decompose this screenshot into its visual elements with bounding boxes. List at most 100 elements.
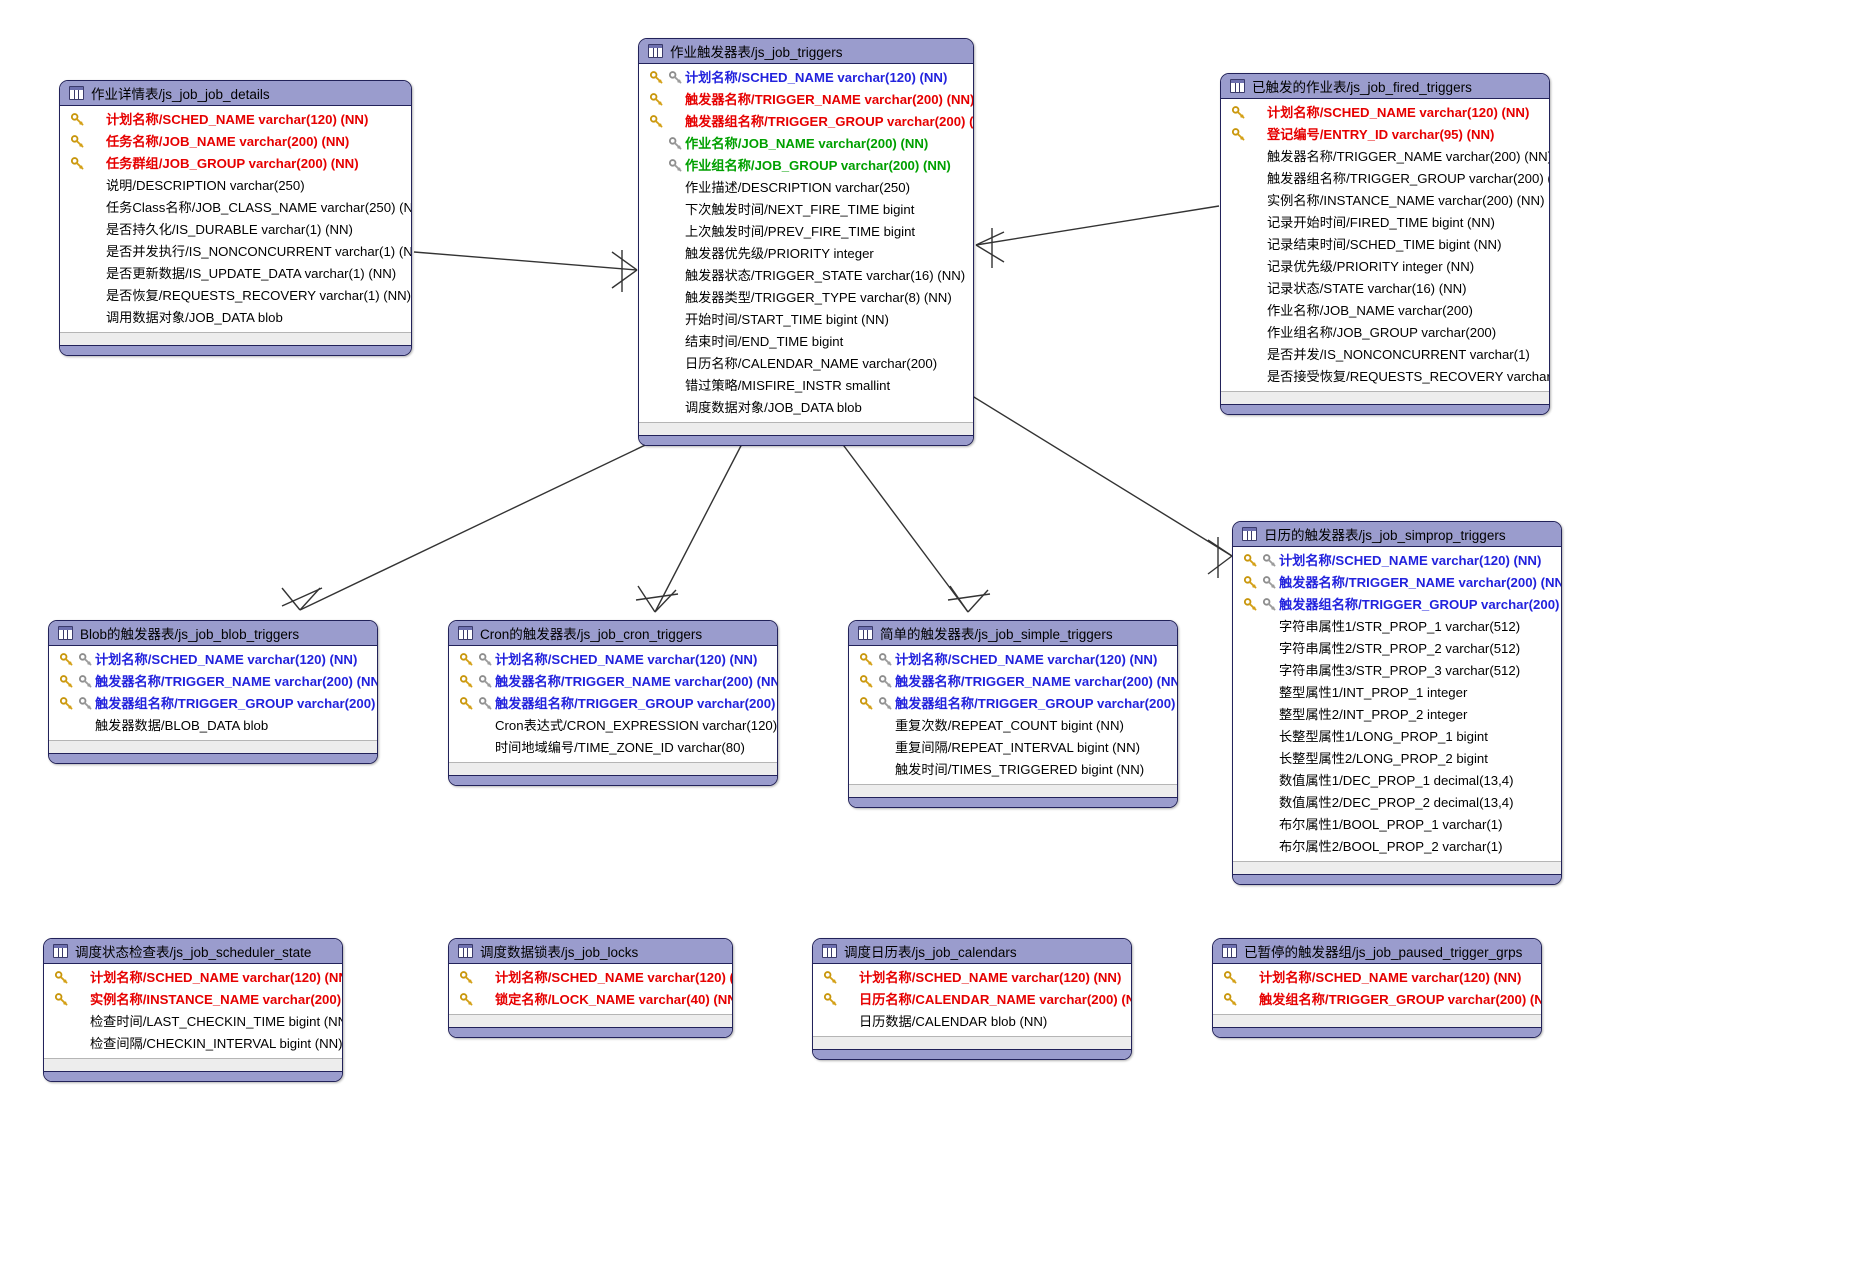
entity-header-fired_triggers[interactable]: 已触发的作业表/js_job_fired_triggers [1221, 74, 1549, 99]
attribute-row[interactable]: 记录状态/STATE varchar(16) (NN) [1221, 278, 1549, 300]
attribute-row[interactable]: 字符串属性2/STR_PROP_2 varchar(512) [1233, 638, 1561, 660]
entity-locks[interactable]: 调度数据锁表/js_job_locks 计划名称/SCHED_NAME varch… [448, 938, 733, 1038]
attribute-row[interactable]: 计划名称/SCHED_NAME varchar(120) (NN) [44, 967, 342, 989]
attribute-row[interactable]: 触发器名称/TRIGGER_NAME varchar(200) (NN) [639, 89, 973, 111]
attribute-row[interactable]: 计划名称/SCHED_NAME varchar(120) (NN) [639, 67, 973, 89]
entity-fired_triggers[interactable]: 已触发的作业表/js_job_fired_triggers 计划名称/SCHED_… [1220, 73, 1550, 415]
attribute-row[interactable]: 作业名称/JOB_NAME varchar(200) [1221, 300, 1549, 322]
attribute-row[interactable]: 检查间隔/CHECKIN_INTERVAL bigint (NN) [44, 1033, 342, 1055]
attribute-row[interactable]: 触发器组名称/TRIGGER_GROUP varchar(200) (NN) [449, 693, 777, 715]
attribute-row[interactable]: 时间地域编号/TIME_ZONE_ID varchar(80) [449, 737, 777, 759]
attribute-row[interactable]: 触发器状态/TRIGGER_STATE varchar(16) (NN) [639, 265, 973, 287]
entity-header-simple_triggers[interactable]: 简单的触发器表/js_job_simple_triggers [849, 621, 1177, 646]
attribute-row[interactable]: 实例名称/INSTANCE_NAME varchar(200) (NN) [1221, 190, 1549, 212]
attribute-row[interactable]: 调度数据对象/JOB_DATA blob [639, 397, 973, 419]
attribute-row[interactable]: 日历名称/CALENDAR_NAME varchar(200) [639, 353, 973, 375]
attribute-row[interactable]: 登记编号/ENTRY_ID varchar(95) (NN) [1221, 124, 1549, 146]
attribute-row[interactable]: 长整型属性1/LONG_PROP_1 bigint [1233, 726, 1561, 748]
attribute-row[interactable]: 触发器名称/TRIGGER_NAME varchar(200) (NN) [449, 671, 777, 693]
attribute-row[interactable]: 结束时间/END_TIME bigint [639, 331, 973, 353]
entity-header-simprop_triggers[interactable]: 日历的触发器表/js_job_simprop_triggers [1233, 522, 1561, 547]
attribute-row[interactable]: 作业组名称/JOB_GROUP varchar(200) [1221, 322, 1549, 344]
attribute-row[interactable]: 错过策略/MISFIRE_INSTR smallint [639, 375, 973, 397]
attribute-row[interactable]: 下次触发时间/NEXT_FIRE_TIME bigint [639, 199, 973, 221]
attribute-row[interactable]: 作业组名称/JOB_GROUP varchar(200) (NN) [639, 155, 973, 177]
attribute-row[interactable]: 作业描述/DESCRIPTION varchar(250) [639, 177, 973, 199]
entity-simprop_triggers[interactable]: 日历的触发器表/js_job_simprop_triggers 计划名称/SCHE… [1232, 521, 1562, 885]
attribute-row[interactable]: 触发时间/TIMES_TRIGGERED bigint (NN) [849, 759, 1177, 781]
attribute-row[interactable]: 说明/DESCRIPTION varchar(250) [60, 175, 411, 197]
attribute-row[interactable]: 开始时间/START_TIME bigint (NN) [639, 309, 973, 331]
entity-simple_triggers[interactable]: 简单的触发器表/js_job_simple_triggers 计划名称/SCHED… [848, 620, 1178, 808]
attribute-row[interactable]: 触发器组名称/TRIGGER_GROUP varchar(200) (NN) [49, 693, 377, 715]
attribute-row[interactable]: 触发组名称/TRIGGER_GROUP varchar(200) (NN) [1213, 989, 1541, 1011]
attribute-row[interactable]: 布尔属性2/BOOL_PROP_2 varchar(1) [1233, 836, 1561, 858]
attribute-row[interactable]: 计划名称/SCHED_NAME varchar(120) (NN) [449, 967, 732, 989]
attribute-row[interactable]: 计划名称/SCHED_NAME varchar(120) (NN) [1233, 550, 1561, 572]
attribute-row[interactable]: 字符串属性1/STR_PROP_1 varchar(512) [1233, 616, 1561, 638]
attribute-row[interactable]: 任务名称/JOB_NAME varchar(200) (NN) [60, 131, 411, 153]
attribute-row[interactable]: 上次触发时间/PREV_FIRE_TIME bigint [639, 221, 973, 243]
attribute-row[interactable]: 是否接受恢复/REQUESTS_RECOVERY varchar(1) [1221, 366, 1549, 388]
entity-blob_triggers[interactable]: Blob的触发器表/js_job_blob_triggers 计划名称/SCHED… [48, 620, 378, 764]
attribute-row[interactable]: 实例名称/INSTANCE_NAME varchar(200) (NN) [44, 989, 342, 1011]
attribute-row[interactable]: 触发器组名称/TRIGGER_GROUP varchar(200) (NN) [1221, 168, 1549, 190]
attribute-row[interactable]: 布尔属性1/BOOL_PROP_1 varchar(1) [1233, 814, 1561, 836]
attribute-row[interactable]: 计划名称/SCHED_NAME varchar(120) (NN) [449, 649, 777, 671]
attribute-row[interactable]: 锁定名称/LOCK_NAME varchar(40) (NN) [449, 989, 732, 1011]
attribute-row[interactable]: 重复间隔/REPEAT_INTERVAL bigint (NN) [849, 737, 1177, 759]
attribute-row[interactable]: 计划名称/SCHED_NAME varchar(120) (NN) [49, 649, 377, 671]
attribute-row[interactable]: 触发器名称/TRIGGER_NAME varchar(200) (NN) [49, 671, 377, 693]
entity-paused_trigger_grps[interactable]: 已暂停的触发器组/js_job_paused_trigger_grps 计划名称/… [1212, 938, 1542, 1038]
entity-calendars[interactable]: 调度日历表/js_job_calendars 计划名称/SCHED_NAME va… [812, 938, 1132, 1060]
attribute-row[interactable]: 日历名称/CALENDAR_NAME varchar(200) (NN) [813, 989, 1131, 1011]
attribute-row[interactable]: 记录优先级/PRIORITY integer (NN) [1221, 256, 1549, 278]
attribute-row[interactable]: 触发器名称/TRIGGER_NAME varchar(200) (NN) [1221, 146, 1549, 168]
attribute-row[interactable]: 触发器组名称/TRIGGER_GROUP varchar(200) (NN) [639, 111, 973, 133]
entity-header-cron_triggers[interactable]: Cron的触发器表/js_job_cron_triggers [449, 621, 777, 646]
entity-header-locks[interactable]: 调度数据锁表/js_job_locks [449, 939, 732, 964]
attribute-row[interactable]: 触发器名称/TRIGGER_NAME varchar(200) (NN) [1233, 572, 1561, 594]
entity-job_triggers[interactable]: 作业触发器表/js_job_triggers 计划名称/SCHED_NAME va… [638, 38, 974, 446]
attribute-row[interactable]: 作业名称/JOB_NAME varchar(200) (NN) [639, 133, 973, 155]
attribute-row[interactable]: 是否并发执行/IS_NONCONCURRENT varchar(1) (NN) [60, 241, 411, 263]
entity-job_details[interactable]: 作业详情表/js_job_job_details 计划名称/SCHED_NAME … [59, 80, 412, 356]
attribute-row[interactable]: 整型属性1/INT_PROP_1 integer [1233, 682, 1561, 704]
attribute-row[interactable]: 数值属性1/DEC_PROP_1 decimal(13,4) [1233, 770, 1561, 792]
entity-header-scheduler_state[interactable]: 调度状态检查表/js_job_scheduler_state [44, 939, 342, 964]
attribute-row[interactable]: 记录结束时间/SCHED_TIME bigint (NN) [1221, 234, 1549, 256]
entity-cron_triggers[interactable]: Cron的触发器表/js_job_cron_triggers 计划名称/SCHED… [448, 620, 778, 786]
attribute-row[interactable]: 检查时间/LAST_CHECKIN_TIME bigint (NN) [44, 1011, 342, 1033]
attribute-row[interactable]: 计划名称/SCHED_NAME varchar(120) (NN) [1221, 102, 1549, 124]
attribute-row[interactable]: 触发器名称/TRIGGER_NAME varchar(200) (NN) [849, 671, 1177, 693]
attribute-row[interactable]: 触发器组名称/TRIGGER_GROUP varchar(200) (NN) [849, 693, 1177, 715]
entity-scheduler_state[interactable]: 调度状态检查表/js_job_scheduler_state 计划名称/SCHED… [43, 938, 343, 1082]
attribute-row[interactable]: 计划名称/SCHED_NAME varchar(120) (NN) [60, 109, 411, 131]
entity-header-job_triggers[interactable]: 作业触发器表/js_job_triggers [639, 39, 973, 64]
attribute-row[interactable]: 任务Class名称/JOB_CLASS_NAME varchar(250) (N… [60, 197, 411, 219]
attribute-row[interactable]: 触发器组名称/TRIGGER_GROUP varchar(200) (NN) [1233, 594, 1561, 616]
attribute-row[interactable]: 重复次数/REPEAT_COUNT bigint (NN) [849, 715, 1177, 737]
attribute-row[interactable]: 是否更新数据/IS_UPDATE_DATA varchar(1) (NN) [60, 263, 411, 285]
attribute-row[interactable]: Cron表达式/CRON_EXPRESSION varchar(120) (NN… [449, 715, 777, 737]
attribute-row[interactable]: 是否恢复/REQUESTS_RECOVERY varchar(1) (NN) [60, 285, 411, 307]
attribute-row[interactable]: 长整型属性2/LONG_PROP_2 bigint [1233, 748, 1561, 770]
entity-header-job_details[interactable]: 作业详情表/js_job_job_details [60, 81, 411, 106]
attribute-row[interactable]: 触发器优先级/PRIORITY integer [639, 243, 973, 265]
attribute-row[interactable]: 计划名称/SCHED_NAME varchar(120) (NN) [849, 649, 1177, 671]
attribute-row[interactable]: 触发器类型/TRIGGER_TYPE varchar(8) (NN) [639, 287, 973, 309]
attribute-row[interactable]: 字符串属性3/STR_PROP_3 varchar(512) [1233, 660, 1561, 682]
attribute-row[interactable]: 调用数据对象/JOB_DATA blob [60, 307, 411, 329]
attribute-row[interactable]: 任务群组/JOB_GROUP varchar(200) (NN) [60, 153, 411, 175]
attribute-row[interactable]: 是否并发/IS_NONCONCURRENT varchar(1) [1221, 344, 1549, 366]
attribute-row[interactable]: 是否持久化/IS_DURABLE varchar(1) (NN) [60, 219, 411, 241]
attribute-row[interactable]: 计划名称/SCHED_NAME varchar(120) (NN) [813, 967, 1131, 989]
entity-header-blob_triggers[interactable]: Blob的触发器表/js_job_blob_triggers [49, 621, 377, 646]
attribute-row[interactable]: 整型属性2/INT_PROP_2 integer [1233, 704, 1561, 726]
attribute-row[interactable]: 日历数据/CALENDAR blob (NN) [813, 1011, 1131, 1033]
entity-header-paused_trigger_grps[interactable]: 已暂停的触发器组/js_job_paused_trigger_grps [1213, 939, 1541, 964]
entity-header-calendars[interactable]: 调度日历表/js_job_calendars [813, 939, 1131, 964]
attribute-row[interactable]: 数值属性2/DEC_PROP_2 decimal(13,4) [1233, 792, 1561, 814]
attribute-row[interactable]: 记录开始时间/FIRED_TIME bigint (NN) [1221, 212, 1549, 234]
attribute-row[interactable]: 计划名称/SCHED_NAME varchar(120) (NN) [1213, 967, 1541, 989]
